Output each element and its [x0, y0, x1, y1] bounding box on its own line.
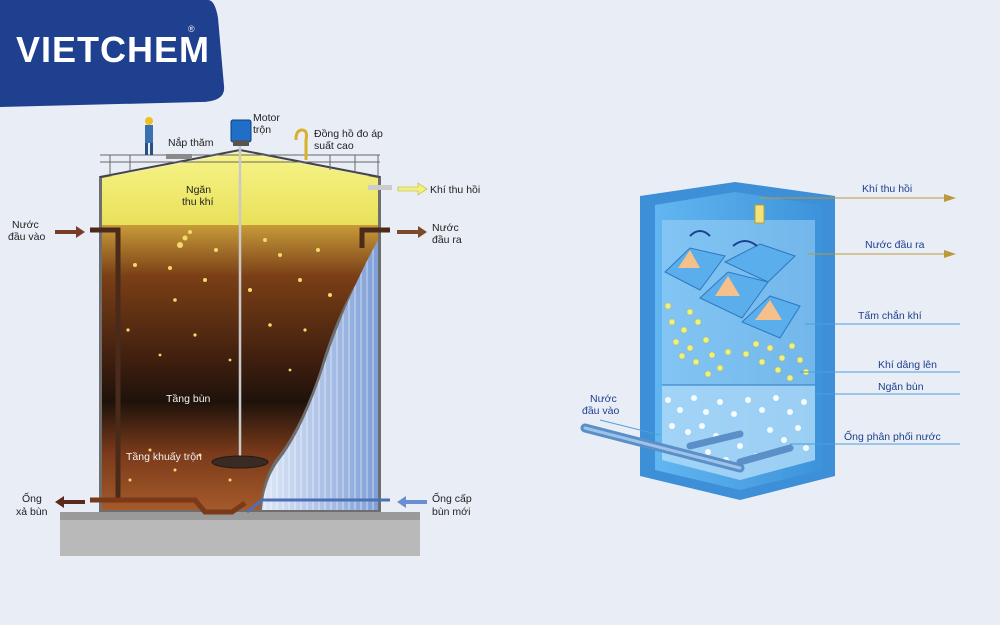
pressure-gauge — [294, 128, 308, 160]
label-baffle: Tấm chắn khí — [858, 309, 922, 322]
label-water-in-right: Nước — [590, 393, 617, 405]
arrow-water-out — [397, 226, 427, 238]
label-sludge-out: Ống — [22, 491, 42, 505]
label-motor: Motor — [253, 112, 280, 124]
distributor-pipe-1 — [686, 430, 744, 450]
worker-figure — [145, 117, 153, 155]
label-water-in-2: đầu vào — [8, 231, 46, 243]
gas-collector — [754, 204, 765, 224]
label-mix-layer: Tầng khuấy trộn — [126, 451, 202, 463]
label-sludge-out-2: xả bùn — [16, 506, 48, 518]
arrow-sludge-in — [397, 496, 427, 508]
label-gas-chamber-2: thu khí — [182, 196, 214, 208]
arrow-gas-out-right — [944, 194, 956, 202]
sludge-feed-pipe — [246, 498, 390, 514]
logo-registered: ® — [188, 24, 195, 34]
label-water-out-right: Nước đầu ra — [865, 239, 925, 251]
label-water-in-right-2: đầu vào — [582, 405, 620, 417]
label-gauge: Đồng hồ đo áp — [314, 128, 383, 140]
label-water-in: Nước — [12, 219, 39, 231]
label-distributor: Ống phân phối nước — [844, 429, 941, 443]
mixer-impeller — [211, 455, 269, 469]
label-gas-out-right: Khí thu hồi — [862, 183, 912, 195]
label-gas-rise: Khí dâng lên — [878, 359, 937, 371]
sludge-particles — [665, 395, 809, 463]
logo-background — [0, 0, 225, 107]
arrow-water-out-right — [944, 250, 956, 258]
gas-pipe — [368, 185, 392, 190]
label-sludge-layer: Tầng bùn — [166, 393, 211, 405]
label-water-out-2: đầu ra — [432, 234, 462, 246]
inlet-pipe — [90, 227, 121, 500]
gas-baffles — [664, 243, 801, 339]
vietchem-logo: VIETCHEM ® — [0, 0, 225, 107]
label-manhole: Nắp thăm — [168, 136, 214, 149]
uasb-reactor: Khí thu hồi Nước đầu ra Tấm chắn khí Khí… — [580, 182, 960, 500]
distributor-pipe-2 — [736, 444, 794, 466]
digester-tank: Motor trộn Nắp thăm Đồng hồ đo áp suất c… — [8, 112, 480, 556]
leader-lines — [599, 197, 960, 445]
left-arrows — [55, 182, 428, 508]
label-gas-out: Khí thu hồi — [430, 184, 480, 196]
arrow-sludge-out — [55, 496, 85, 508]
label-motor-2: trộn — [253, 124, 271, 136]
label-sludge-in-2: bùn mới — [432, 506, 470, 518]
rising-gas-bubbles — [664, 302, 810, 382]
arrow-water-in — [55, 226, 85, 238]
label-sludge-in: Ống cấp — [432, 491, 472, 505]
mixer-motor — [230, 119, 252, 143]
arrow-gas-out — [397, 182, 428, 196]
sludge-drain-pipe — [90, 497, 247, 515]
label-gauge-2: suất cao — [314, 140, 354, 152]
logo-text: VIETCHEM — [16, 29, 210, 70]
label-water-out: Nước — [432, 222, 459, 234]
label-gas-chamber: Ngăn — [186, 184, 211, 196]
manhole-cover — [166, 154, 192, 159]
outlet-pipe — [359, 227, 390, 248]
label-sludge-chamber: Ngăn bùn — [878, 381, 924, 393]
